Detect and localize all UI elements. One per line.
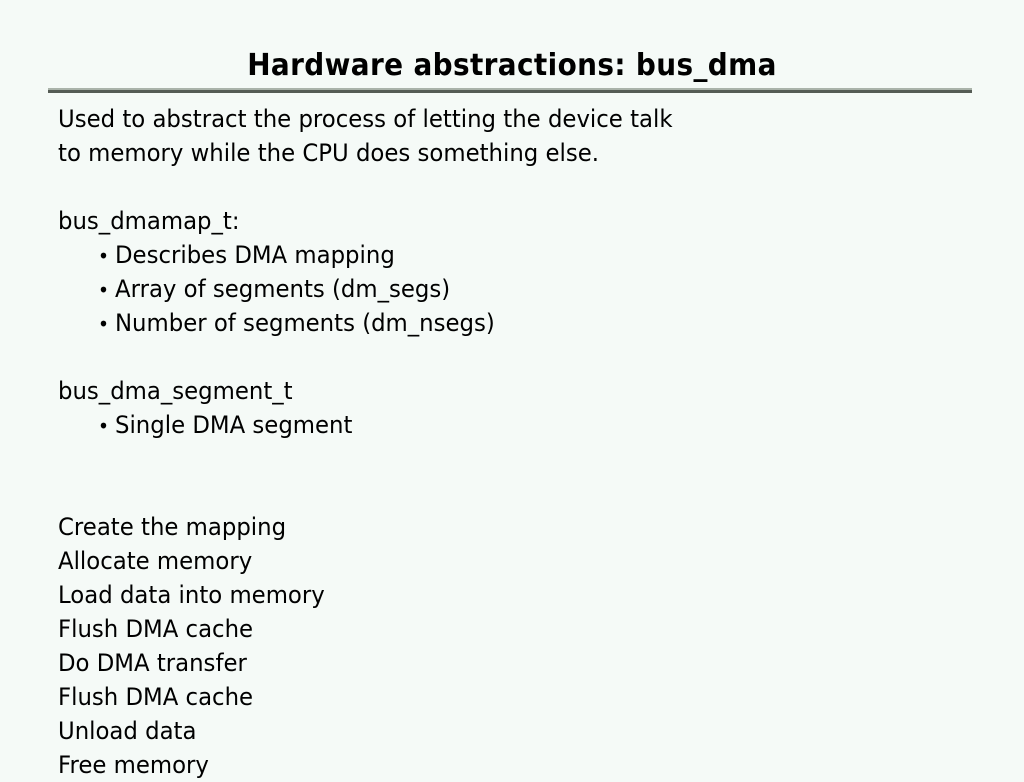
step-line: Free memory [58,751,209,779]
section-heading-dma-segment: bus_dma_segment_t [58,377,293,405]
step-line: Load data into memory [58,581,325,609]
step-line: Allocate memory [58,547,253,575]
list-item-label: Single DMA segment [115,411,353,439]
blank-line [58,340,942,374]
list-item-label: Number of segments (dm_nsegs) [115,309,495,337]
list-item-label: Array of segments (dm_segs) [115,275,451,303]
step-line: Unload data [58,717,197,745]
title-divider [48,88,972,93]
bullet-icon: • [97,312,110,336]
step-line: Create the mapping [58,513,287,541]
divider-highlight [48,88,972,90]
blank-line [58,442,942,476]
slide-body: Used to abstract the process of letting … [58,102,988,782]
step-line: Flush DMA cache [58,683,254,711]
list-item-label: Describes DMA mapping [115,241,395,269]
list-item: • Array of segments (dm_segs) [58,272,942,306]
bullet-icon: • [97,244,110,268]
intro-line: Used to abstract the process of letting … [58,105,673,133]
page-title: Hardware abstractions: bus_dma [247,48,777,83]
list-item: • Single DMA segment [58,408,942,442]
bullet-icon: • [97,414,110,438]
section-heading-dmamap: bus_dmamap_t: [58,207,240,235]
blank-line [58,170,942,204]
divider-shadow [48,90,972,93]
blank-line [58,476,942,510]
intro-line: to memory while the CPU does something e… [58,139,600,167]
step-line: Flush DMA cache [58,615,254,643]
list-item: • Number of segments (dm_nsegs) [58,306,942,340]
list-item: • Describes DMA mapping [58,238,942,272]
bullet-icon: • [97,278,110,302]
step-line: Do DMA transfer [58,649,247,677]
